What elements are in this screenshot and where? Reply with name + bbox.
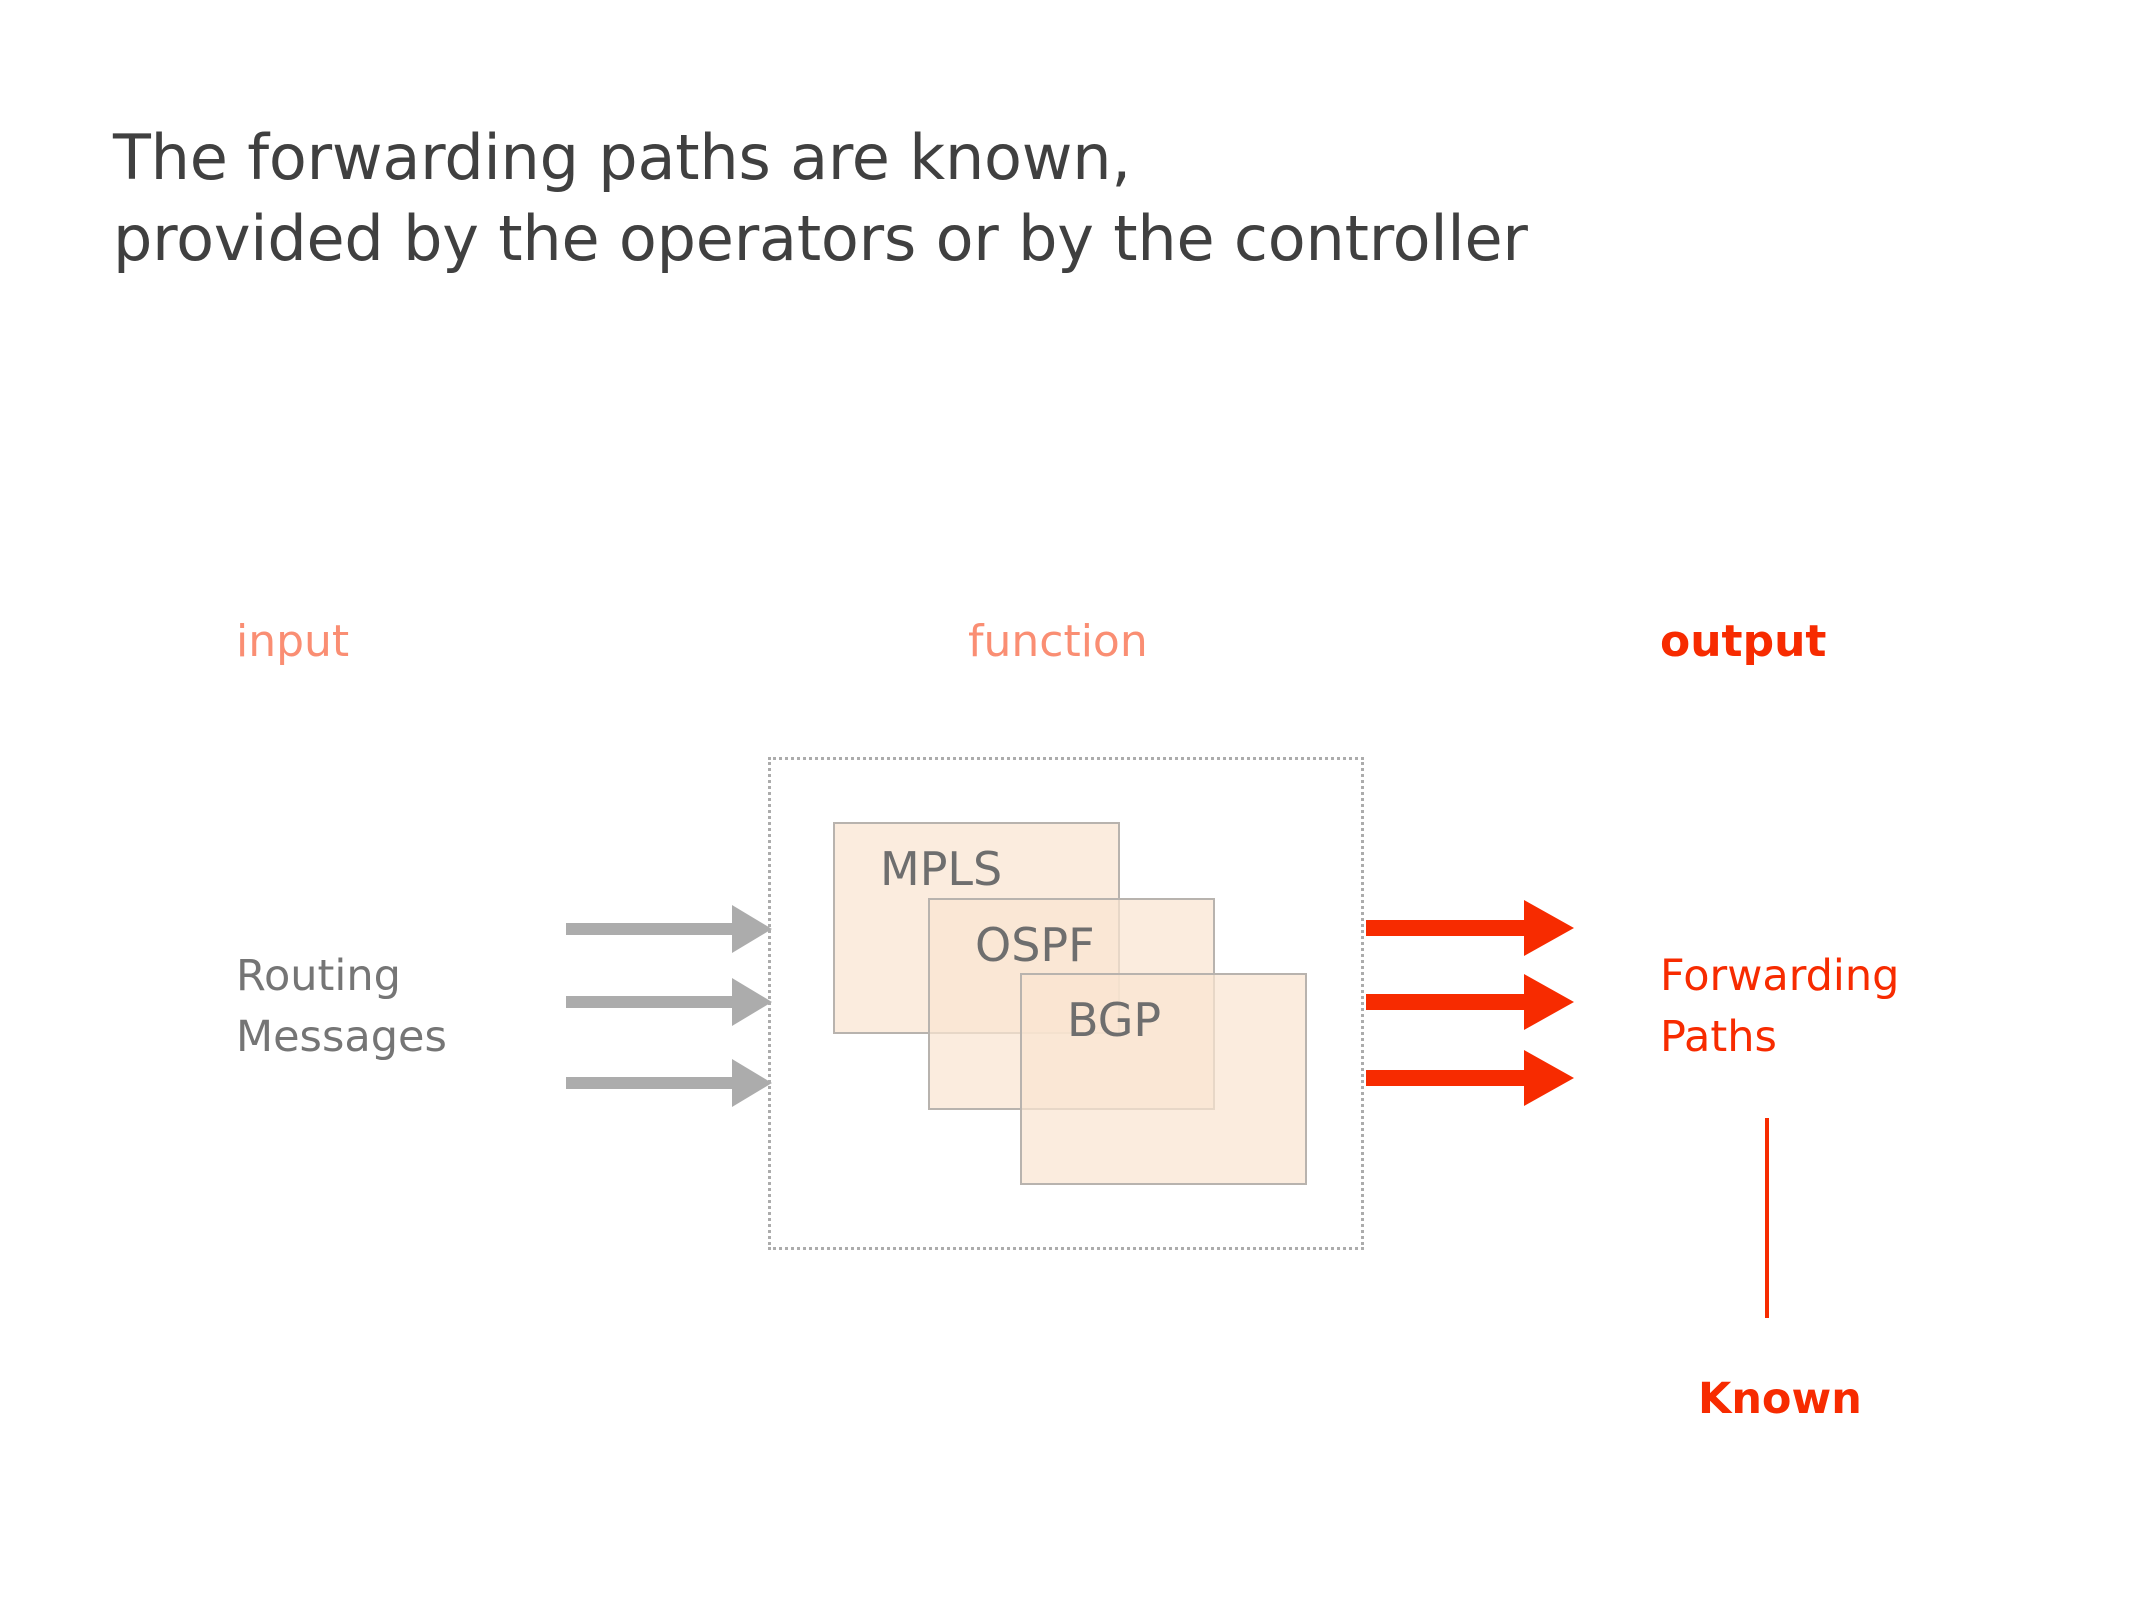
column-heading-output: output: [1660, 616, 1827, 667]
output-arrow-2: [1366, 972, 1576, 1032]
protocol-label-ospf: OSPF: [975, 918, 1095, 972]
output-label-line-2: Paths: [1660, 1012, 1777, 1063]
protocol-label-bgp: BGP: [1067, 993, 1162, 1047]
output-label-line-1: Forwarding: [1660, 951, 1900, 1001]
column-heading-input: input: [236, 616, 350, 667]
input-arrow-2: [566, 972, 774, 1032]
column-heading-function: function: [968, 616, 1148, 667]
protocol-box-bgp[interactable]: BGP: [1020, 973, 1307, 1185]
input-arrow-1: [566, 899, 774, 959]
input-label: Routing Messages: [236, 946, 447, 1068]
known-annotation-label: Known: [1698, 1374, 1862, 1424]
output-arrow-3: [1366, 1048, 1576, 1108]
protocol-label-mpls: MPLS: [880, 842, 1003, 896]
input-label-line-1: Routing: [236, 951, 401, 1001]
input-arrow-3: [566, 1053, 774, 1113]
output-label: Forwarding Paths: [1660, 946, 1899, 1068]
function-container: [768, 757, 1364, 1250]
output-arrow-1: [1366, 898, 1576, 958]
title-line-2: provided by the operators or by the cont…: [113, 201, 1528, 275]
page-title: The forwarding paths are known, provided…: [113, 118, 1913, 279]
title-line-1: The forwarding paths are known,: [113, 121, 1131, 194]
known-connector-line: [1765, 1118, 1769, 1318]
input-label-line-2: Messages: [236, 1012, 447, 1063]
